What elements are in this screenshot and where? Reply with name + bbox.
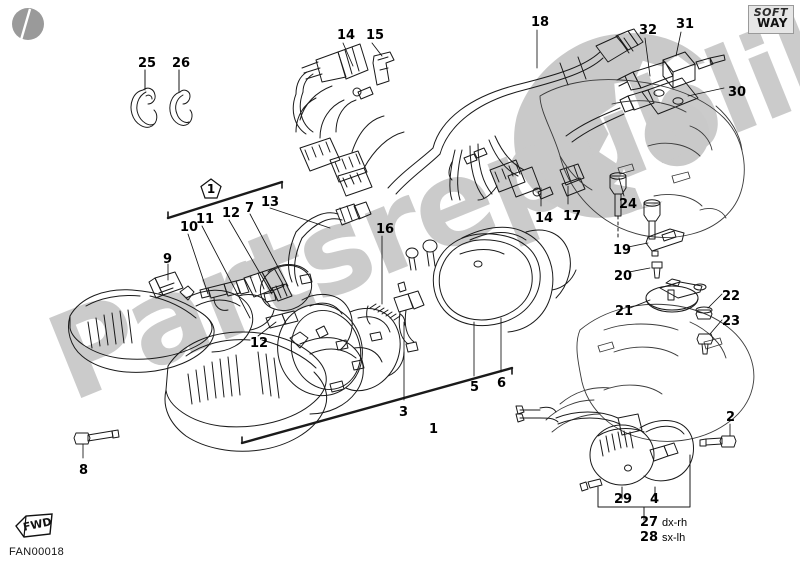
callout-23: 23 [722, 314, 741, 329]
callout-29: 29 [614, 492, 633, 507]
callout-6: 6 [497, 376, 507, 391]
callout-8: 8 [79, 463, 89, 478]
group-bracket-27-28 [597, 454, 691, 521]
part-headlight-assembly [68, 285, 383, 452]
callout-12: 12 [222, 206, 241, 221]
part-bolt-8 [73, 429, 120, 445]
part-harness-left-branch [292, 43, 405, 197]
callout-13: 13 [261, 195, 280, 210]
callout-pentagon-1-label: 1 [206, 182, 216, 196]
callout-9: 9 [163, 252, 173, 267]
callout-pentagon-1: 1 [200, 178, 222, 200]
callout-24: 24 [619, 197, 638, 212]
part-frame-outline [539, 79, 755, 442]
forward-direction-badge: FWD [10, 512, 56, 540]
part-reflector-cluster [259, 264, 405, 397]
part-bolt-2 [699, 435, 737, 448]
callout-1: 1 [429, 422, 439, 437]
part-bolt-20 [651, 261, 663, 279]
softway-logo-line1: SOFT [753, 6, 788, 19]
callout-27: 27 [640, 515, 659, 530]
softway-logo-line2: WAY [756, 16, 788, 31]
part-bolt-23 [696, 333, 714, 355]
part-harness-mid [448, 147, 586, 201]
callout-22: 22 [722, 289, 741, 304]
callout-5: 5 [470, 380, 480, 395]
callout-26: 26 [172, 56, 191, 71]
callout-31: 31 [676, 17, 695, 32]
callout-17: 17 [563, 209, 582, 224]
part-grommet-9 [148, 271, 184, 299]
callout-7: 7 [245, 201, 255, 216]
part-turn-signal-assembly [515, 405, 694, 492]
callout-28: 28 [640, 530, 659, 545]
callout-19: 19 [613, 243, 632, 258]
part-bulb-10 [199, 278, 250, 311]
part-connector-7 [271, 283, 293, 302]
callout-2: 2 [726, 410, 736, 425]
softway-logo: SOFT WAY [747, 5, 794, 34]
part-lens-trim [432, 226, 577, 333]
callout-25: 25 [138, 56, 157, 71]
part-clip-25 [130, 87, 158, 128]
callout-12: 12 [250, 336, 269, 351]
part-bulb-3 [393, 281, 425, 353]
leader-lines [82, 29, 731, 459]
callout-4: 4 [650, 492, 660, 507]
part-bulb-holder-12b [265, 310, 299, 329]
callout-18: 18 [531, 15, 550, 30]
callout-32: 32 [639, 23, 658, 38]
corner-logo-icon [12, 8, 44, 41]
callout-14: 14 [337, 28, 356, 43]
side-note-dx-rh: dx-rh [662, 517, 688, 529]
group-bracket-1b [240, 366, 514, 445]
group-bracket-1 [166, 180, 284, 220]
part-relay-assembly [565, 51, 726, 143]
callout-20: 20 [614, 269, 633, 284]
callout-10: 10 [180, 220, 199, 235]
part-screws-top [405, 239, 438, 271]
callout-3: 3 [399, 405, 409, 420]
callout-21: 21 [615, 304, 634, 319]
document-id: FAN00018 [9, 546, 65, 558]
part-clip-26 [169, 89, 193, 126]
part-horn-21 [645, 278, 707, 313]
callout-16: 16 [376, 222, 395, 237]
callout-14: 14 [535, 211, 554, 226]
part-nut-22 [695, 306, 713, 320]
callout-30: 30 [728, 85, 747, 100]
callout-15: 15 [366, 28, 385, 43]
part-bulb-holder-12a [243, 267, 285, 298]
callout-11: 11 [196, 212, 215, 227]
side-note-sx-lh: sx-lh [662, 532, 686, 544]
part-bracket-19 [645, 228, 685, 257]
part-wire-13 [288, 201, 372, 287]
